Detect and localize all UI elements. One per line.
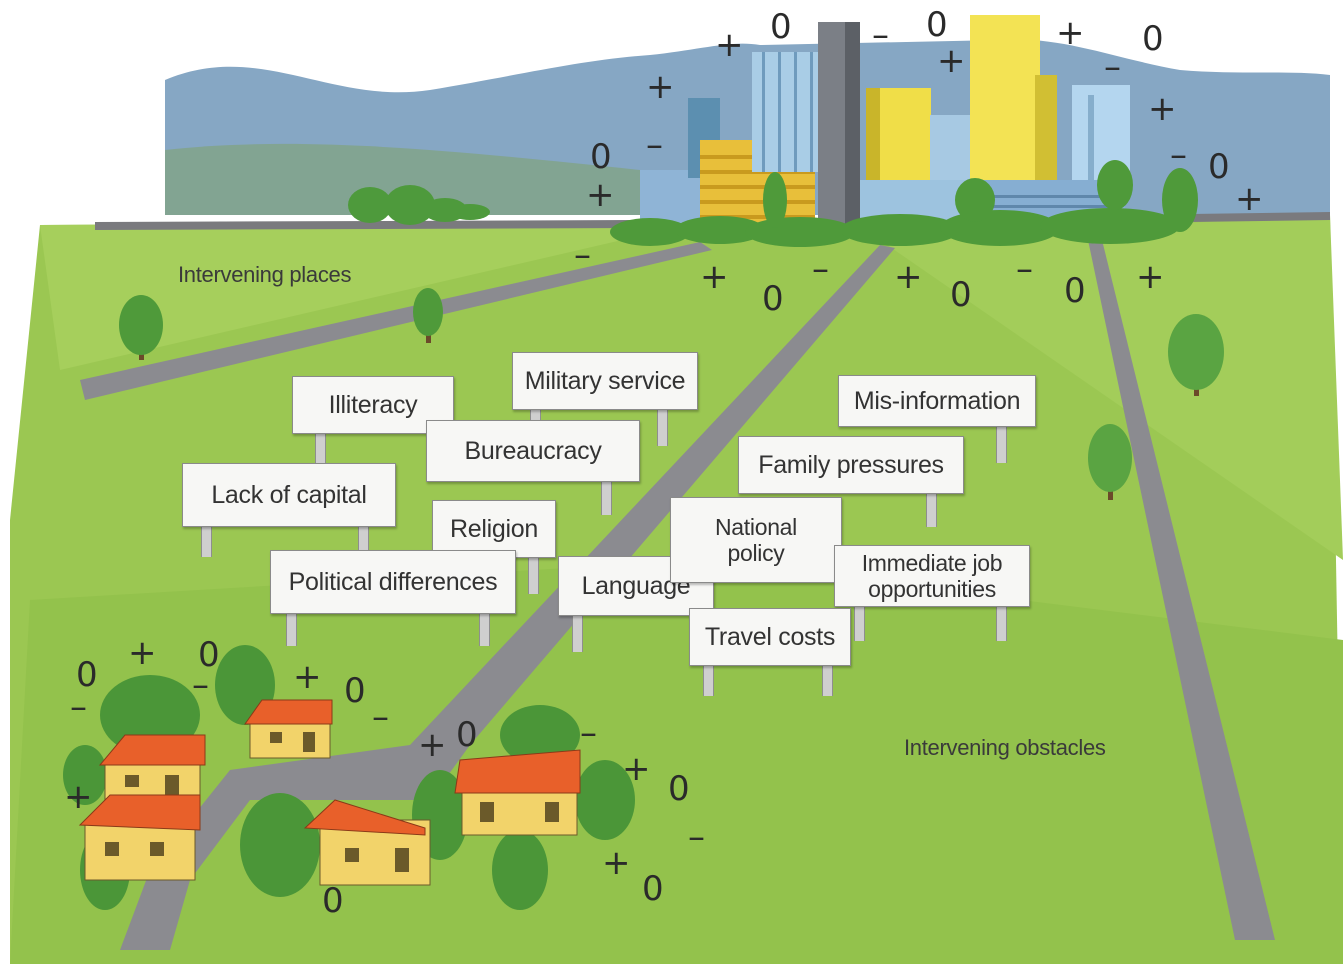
minus-symbol: – [574,235,591,275]
sign-post [601,480,612,515]
zero-symbol: 0 [590,137,612,177]
sign-military-service: Military service [512,352,698,410]
sign-post [201,525,212,557]
plus-symbol: + [602,843,631,883]
sign-post [286,612,297,646]
zero-symbol: 0 [198,635,220,675]
sign-national-policy: National policy [670,497,842,583]
sign-post [479,612,490,646]
sign-immediate-job-opportunities: Immediate job opportunities [834,545,1030,607]
sign-post [926,492,937,527]
plus-symbol: + [1148,89,1177,129]
sign-post [996,605,1007,641]
plus-symbol: + [894,257,923,297]
road-horizon [95,220,640,230]
sign-post [358,525,369,557]
minus-symbol: – [1104,47,1121,87]
zero-symbol: 0 [456,715,478,755]
minus-symbol: – [812,249,829,289]
sign-lack-of-capital: Lack of capital [182,463,396,527]
minus-symbol: – [580,713,597,753]
plus-symbol: + [293,657,322,697]
sign-post [996,425,1007,463]
plus-symbol: + [622,749,651,789]
zero-symbol: 0 [322,881,344,921]
plus-symbol: + [128,633,157,673]
minus-symbol: – [872,15,889,55]
plus-symbol: + [700,257,729,297]
minus-symbol: – [646,125,663,165]
sign-post [315,430,326,465]
house-3 [78,794,201,881]
minus-symbol: – [70,687,87,727]
plus-symbol: + [64,777,93,817]
label-intervening-obstacles: Intervening obstacles [904,735,1106,760]
zero-symbol: 0 [950,275,972,315]
city-trees [610,160,1198,247]
plus-symbol: + [586,175,615,215]
plus-symbol: + [1056,13,1085,53]
plus-symbol: + [418,725,447,765]
sign-bureaucracy: Bureaucracy [426,420,640,482]
sign-family-pressures: Family pressures [738,436,964,494]
sign-post [854,605,865,641]
plus-symbol: + [937,41,966,81]
plus-symbol: + [646,67,675,107]
village-street [120,745,470,950]
minus-symbol: – [688,817,705,857]
house-4 [303,799,431,886]
label-intervening-places: Intervening places [178,262,352,287]
plus-symbol: + [1136,257,1165,297]
road-center [410,245,895,745]
minus-symbol: – [1016,249,1033,289]
plus-symbol: + [715,25,744,65]
sign-religion: Religion [432,500,556,558]
zero-symbol: 0 [1142,19,1164,59]
road-right [1088,240,1275,940]
zero-symbol: 0 [1208,147,1230,187]
sign-travel-costs: Travel costs [689,608,851,666]
zero-symbol: 0 [770,7,792,47]
house-2 [244,699,333,759]
zero-symbol: 0 [1064,271,1086,311]
zero-symbol: 0 [926,5,948,45]
distant-bushes [348,185,490,225]
zero-symbol: 0 [642,869,664,909]
minus-symbol: – [372,697,389,737]
village [63,645,635,910]
minus-symbol: – [1170,135,1187,175]
road-left [80,242,712,400]
sign-mis-information: Mis-information [838,375,1036,427]
field-trees [119,288,1224,500]
road-horizon-right [1190,212,1330,222]
sign-post [822,662,833,696]
zero-symbol: 0 [668,769,690,809]
plus-symbol: + [1235,179,1264,219]
sign-post [572,612,583,652]
sign-post [528,556,539,594]
sign-post [703,662,714,696]
zero-symbol: 0 [762,279,784,319]
sign-political-differences: Political differences [270,550,516,614]
sign-post [657,408,668,446]
zero-symbol: 0 [344,671,366,711]
zero-symbol: 0 [76,655,98,695]
minus-symbol: – [192,665,209,705]
house-5 [454,749,581,836]
